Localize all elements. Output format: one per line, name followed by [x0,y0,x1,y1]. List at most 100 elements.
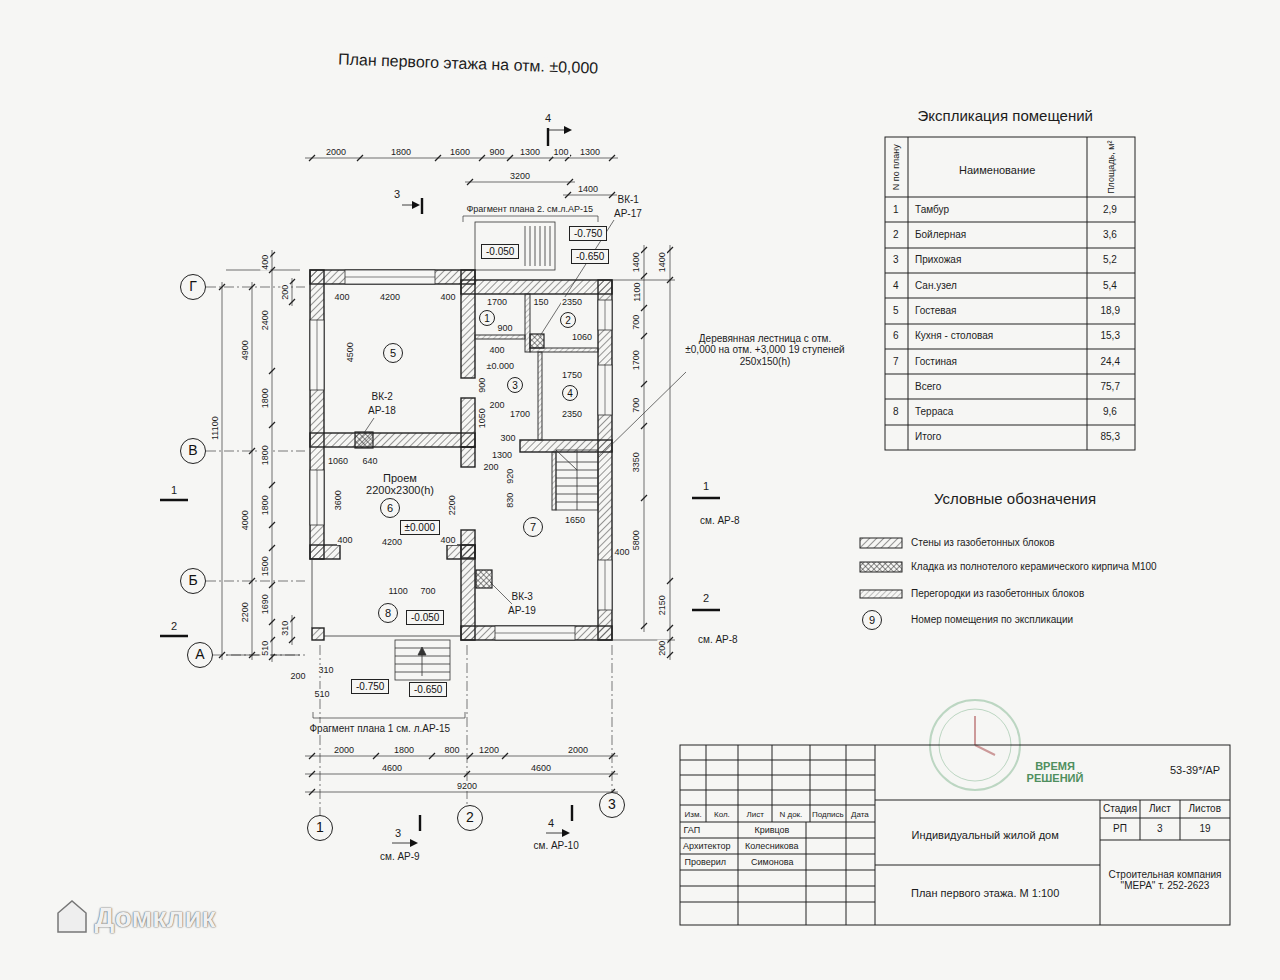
plan-annotation: 640 [362,456,379,466]
plan-annotation: см. АР-10 [533,840,580,852]
plan-annotation: 300 [500,433,517,443]
table-cell: 2,9 [1102,204,1118,216]
plan-annotation: 700 [420,586,437,596]
room-number: 4 [562,385,578,401]
plan-annotation: 400 [334,292,351,302]
dimension-tick [641,247,647,629]
plan-annotation: 2000 [325,147,347,157]
plan-annotation: АР-18 [367,405,397,417]
title-block-text: Лист [746,810,765,819]
node-text: 1 [316,820,324,835]
plan-annotation: 700 [631,397,641,414]
plan-annotation: 4900 [240,339,250,361]
legend-text: Кладка из полнотелого керамического кирп… [910,561,1158,573]
room-number: 3 [507,377,523,393]
title-block-text: Индивидуальный жилой дом [911,829,1060,842]
node-text: -0.050 [411,612,439,623]
watermark: ВРЕМЯ РЕШЕНИЙ [1019,760,1091,785]
plan-annotation: 1800 [390,147,412,157]
dimension-tick [219,155,673,795]
legend-swatch [860,590,902,598]
table-cell: 5,2 [1102,254,1118,266]
title-block-text: Строительная компания "МЕРА" т. 252-2623 [1101,869,1229,892]
axis-bubble: Г [180,274,206,300]
title-block-text: 19 [1199,823,1212,835]
plan-annotation: 2 [702,592,710,605]
table-cell: 4 [892,280,900,292]
plan-annotation: 200 [483,462,500,472]
plan-annotation: 2200 [240,601,250,623]
plan-annotation: 5800 [631,529,641,551]
plan-annotation: 400 [489,345,506,355]
plan-annotation: 400 [440,535,457,545]
table-cell: 24,4 [1100,356,1121,368]
stair [556,450,598,510]
dimension-tick [309,771,615,795]
partition [538,352,542,440]
plan-annotation: 1300 [491,450,513,460]
wall [461,398,475,447]
plan-annotation: 1700 [486,297,508,307]
title-block-text: Листов [1188,803,1223,815]
title-block-text: Проверил [684,857,727,867]
partition [525,294,530,352]
plan-annotation: 1300 [519,147,541,157]
table-cell: 18,9 [1100,305,1121,317]
plan-annotation: 1060 [327,456,349,466]
plan-annotation: 920 [505,468,515,485]
title-block-text: Лист [1148,803,1172,815]
plan-annotation: 150 [533,297,550,307]
title-block-text: Дата [850,810,870,819]
plan-annotation: 1500 [260,555,270,577]
node-text: Б [188,573,197,588]
stamp-logo [975,716,995,755]
plan-annotation: см. АР-8 [699,515,741,527]
plan-annotation: 2400 [260,309,270,331]
leader-line [364,220,686,604]
stair [312,559,461,636]
plan-annotation: Проем 2200x2300(h) [353,472,447,497]
plan-annotation: 510 [260,640,270,657]
table-grid [885,137,1135,450]
plan-annotation: Фрагмент плана 1 см. л.АР-15 [309,723,452,735]
partition [475,335,525,339]
table-cell: N по плану [891,143,901,191]
plan-annotation: 200 [280,284,290,301]
title-block-grid [706,745,875,925]
axis-line [206,287,612,815]
section-mark [160,126,720,847]
table-cell: Сан.узел [914,280,958,292]
table-cell: Гостиная [914,356,958,368]
plan-annotation: 900 [477,377,487,394]
plan-annotation: 4 [547,817,555,830]
plan-annotation: 1800 [260,387,270,409]
plan-annotation: 1650 [564,515,586,525]
title-block-text: 3 [1156,823,1164,835]
plan-annotation: 1700 [509,409,531,419]
plan-annotation: 1750 [561,370,583,380]
plan-annotation: 3350 [631,451,641,473]
plan-annotation: 1800 [393,745,415,755]
table-cell: Итого [914,431,942,443]
plan-annotation: ВК-3 [511,591,534,603]
vent-block [355,334,544,588]
elevation-mark: -0.750 [569,226,607,241]
room-number: 9 [862,610,882,630]
table-cell: 1 [892,204,900,216]
stair [525,226,550,266]
plan-annotation: 3 [394,827,402,840]
plan-annotation: 510 [314,689,331,699]
plan-annotation: 9200 [456,781,478,791]
table-cell: 5,4 [1102,280,1118,292]
plan-annotation: ВК-2 [371,391,394,403]
table-cell: 5 [892,305,900,317]
plan-annotation: 1 [170,484,178,497]
room-number: 2 [560,312,576,328]
title-block-text: Симонова [750,857,794,867]
window [310,270,612,640]
title-block-text: 53-39*/АР [1169,764,1221,777]
legend-text: Стены из газобетонных блоков [910,537,1056,549]
stair [475,222,555,270]
table-cell: Терраса [914,406,954,418]
